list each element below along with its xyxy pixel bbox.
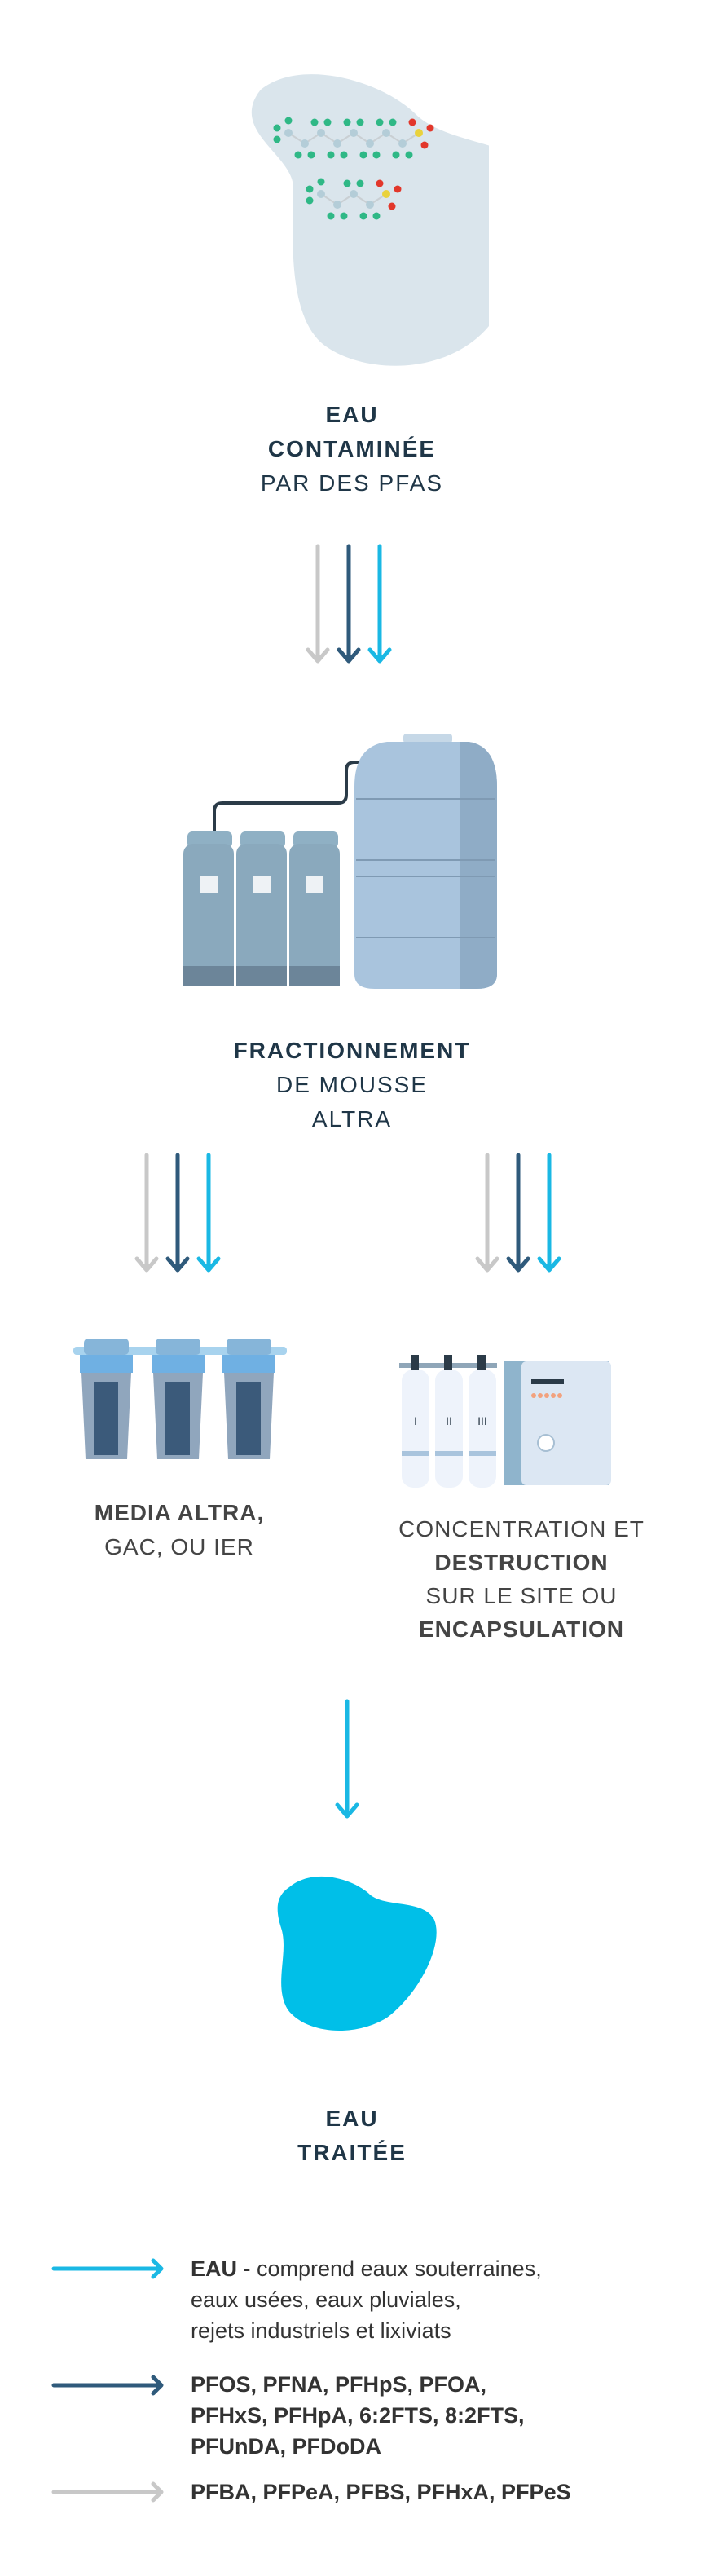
navy-arrow-icon: [51, 2375, 164, 2396]
title-line: CONCENTRATION ET: [398, 1516, 645, 1542]
legend-item-short-chain: PFBA, PFPeA, PFBS, PFHxA, PFPeS: [191, 2477, 571, 2508]
title-line: FRACTIONNEMENT: [233, 1038, 471, 1063]
molecule-atoms: [273, 117, 434, 220]
bottle-label: III: [477, 1414, 487, 1427]
legend-water-label: EAU: [191, 2256, 238, 2281]
title-line: CONTAMINÉE: [267, 436, 437, 461]
arrow-down-icon: [335, 1699, 359, 1819]
title-line: EAU: [325, 2106, 379, 2131]
storage-tank-icon: [354, 734, 497, 989]
fractionation-title: FRACTIONNEMENT DE MOUSSE ALTRA: [148, 1034, 556, 1136]
legend-water-text: rejets industriels et lixiviats: [191, 2318, 451, 2343]
column-icon: [183, 831, 340, 986]
legend-water-text: - comprend eaux souterraines,: [237, 2256, 542, 2281]
water-blob: [251, 74, 489, 366]
legend-item-long-chain: PFOS, PFNA, PFHpS, PFOA, PFHxS, PFHpA, 6…: [191, 2369, 525, 2462]
concentration-unit-illustration: I II III: [399, 1345, 660, 1492]
title-line: SUR LE SITE OU: [425, 1583, 618, 1608]
title-line: GAC, OU IER: [104, 1534, 254, 1559]
triple-arrow-down-icon: [134, 1153, 221, 1273]
media-title: MEDIA ALTRA, GAC, OU IER: [33, 1496, 326, 1564]
bottle-label: I: [414, 1414, 417, 1427]
triple-arrow-down-icon: [475, 1153, 561, 1273]
legend-item-water: EAU - comprend eaux souterraines, eaux u…: [191, 2253, 542, 2346]
media-filters-illustration: [73, 1339, 287, 1459]
cyan-arrow-icon: [51, 2258, 164, 2279]
triple-arrow-down-icon: [306, 544, 392, 664]
legend-water-text: eaux usées, eaux pluviales,: [191, 2287, 461, 2312]
title-line: MEDIA ALTRA,: [94, 1500, 265, 1525]
title-line: ENCAPSULATION: [418, 1617, 625, 1642]
contaminated-water-title: EAU CONTAMINÉE PAR DES PFAS: [189, 398, 515, 501]
title-line: EAU: [325, 402, 379, 427]
title-line: DE MOUSSE: [275, 1072, 429, 1097]
gray-arrow-icon: [51, 2481, 164, 2503]
treated-water-blob: [277, 1876, 437, 2031]
bottle-icon: [402, 1355, 496, 1488]
treated-water-title: EAU TRAITÉE: [189, 2102, 515, 2170]
title-line: PAR DES PFAS: [260, 470, 444, 496]
title-line: TRAITÉE: [297, 2140, 407, 2165]
legend-text: PFHxS, PFHpA, 6:2FTS, 8:2FTS,: [191, 2403, 525, 2428]
bottle-label: II: [446, 1414, 452, 1427]
concentration-title: CONCENTRATION ET DESTRUCTION SUR LE SITE…: [350, 1512, 693, 1646]
foam-fractionation-tank-illustration: [183, 734, 497, 989]
legend-text: PFBA, PFPeA, PFBS, PFHxA, PFPeS: [191, 2480, 571, 2504]
filter-cartridge-icon: [80, 1339, 275, 1459]
contaminated-water-illustration: [251, 74, 489, 366]
title-line: ALTRA: [311, 1106, 393, 1131]
legend-text: PFOS, PFNA, PFHpS, PFOA,: [191, 2372, 487, 2397]
legend-text: PFUnDA, PFDoDA: [191, 2434, 381, 2459]
title-line: DESTRUCTION: [434, 1550, 609, 1575]
